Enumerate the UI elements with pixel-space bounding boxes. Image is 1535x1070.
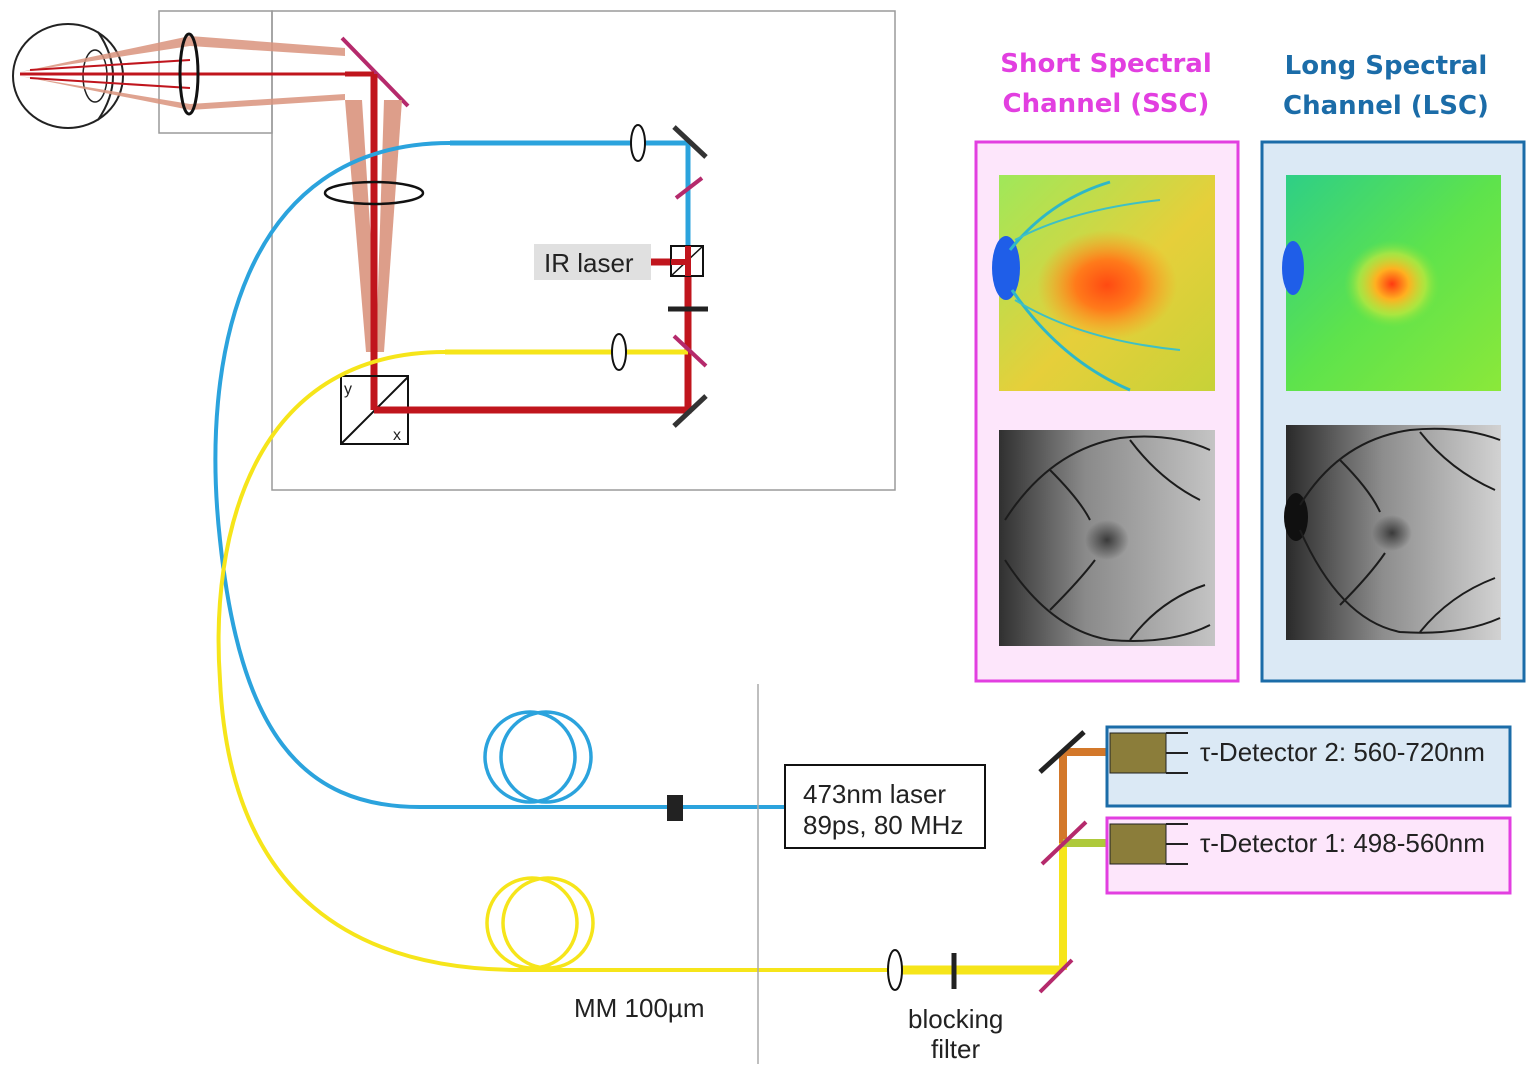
laser-473-line2: 89ps, 80 MHz [803,810,963,840]
laser-473-box [784,764,986,849]
dichroic-blue [674,176,704,200]
mirror-detection-top [1038,730,1086,774]
scanner-x-label: x [393,427,401,444]
detector-1-body [1109,823,1167,865]
lens-detection [887,949,903,991]
fiber-connector [667,795,683,821]
detector-1-label: τ-Detector 1: 498-560nm [1200,828,1485,858]
blue-fiber-coil [483,710,593,804]
lens-blue [630,124,646,162]
red-beam-path [374,262,692,414]
lens-yellow [611,333,627,371]
mirror-bottom-right [672,394,708,428]
blocking-filter-line1: blocking [908,1004,1003,1034]
scanner-y-label: y [344,381,352,398]
blue-fiber [213,141,785,809]
eye-beams [20,36,345,110]
detector-2-panel [1105,725,1512,808]
ssc-title-line1: Short Spectral [1000,49,1212,79]
telescope-lens [323,180,425,206]
detector-1-panel [1105,816,1512,895]
beam-splitter-cube [670,245,704,277]
ir-laser-box [534,244,651,280]
eye-icon [12,23,124,129]
dichroic-detection-bottom [1038,958,1074,994]
ssc-lifetime-image [992,175,1215,392]
detector-2-pins [1166,732,1188,774]
detector-2-body [1109,732,1167,774]
lsc-title-line1: Long Spectral [1285,51,1488,81]
mirror-top [340,36,410,108]
lsc-lifetime-image [1282,175,1501,391]
lsc-intensity-image [1284,425,1501,640]
fiber-label: MM 100µm [574,993,705,1023]
laser-473-line1: 473nm laser [803,779,946,809]
ir-laser-label: IR laser [544,248,634,278]
mirror-top-right [672,125,708,159]
yellow-fiber-coil [485,876,595,970]
yellow-fiber [216,350,1060,972]
eye-lens-box [158,10,273,134]
scanner-housing [271,10,896,491]
ssc-title-line2: Channel (SSC) [1003,89,1210,119]
detector-1-pins [1166,823,1188,865]
eye-lens [178,32,200,116]
lsc-title-line2: Channel (LSC) [1283,91,1489,121]
blocking-filter-line2: filter [931,1034,980,1064]
beam-telescope [345,71,402,410]
ssc-intensity-image [999,430,1215,646]
detector-2-label: τ-Detector 2: 560-720nm [1200,737,1485,767]
dichroic-detection-middle [1040,820,1088,866]
dichroic-yellow [672,334,708,368]
